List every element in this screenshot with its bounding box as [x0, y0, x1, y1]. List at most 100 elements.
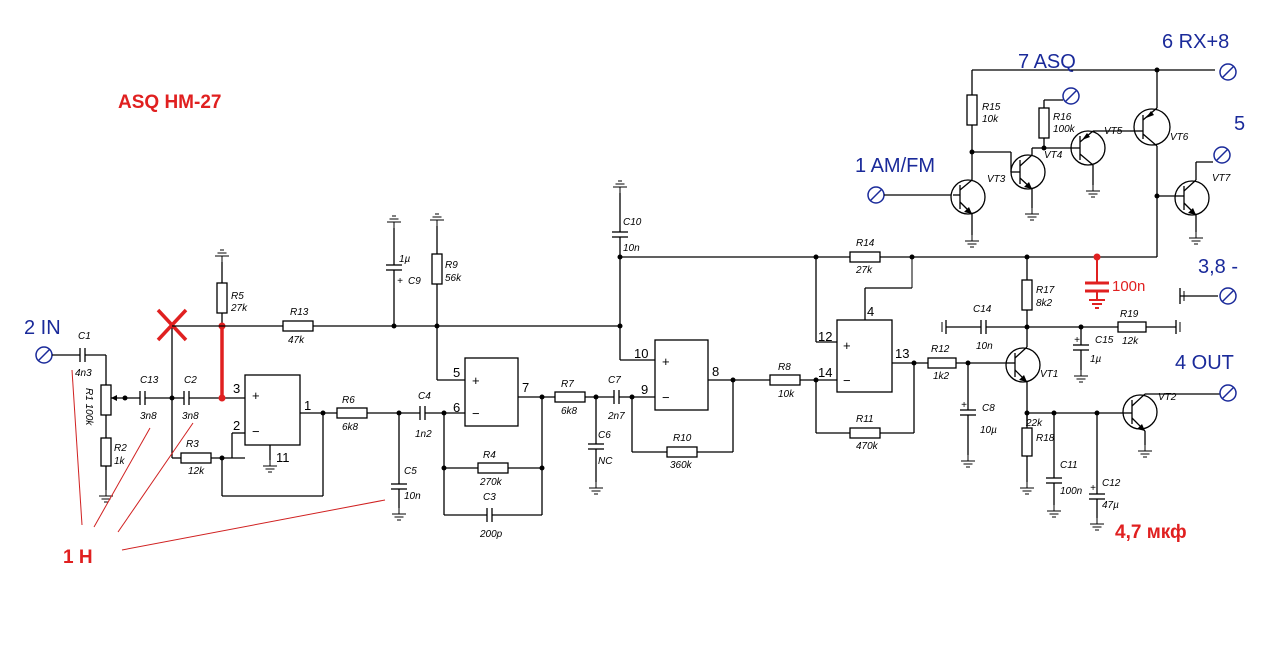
terminal-asq[interactable]	[1062, 87, 1080, 105]
c15-plus: +	[1074, 335, 1080, 346]
r12-ref: R12	[931, 344, 950, 355]
resistor-r4	[477, 462, 509, 474]
transistor-vt5	[1070, 130, 1106, 166]
resistor-r9	[431, 253, 443, 285]
pin-1: 1	[304, 398, 311, 413]
c10-val: 10n	[623, 243, 640, 254]
terminal-rx-supply[interactable]	[1219, 63, 1237, 81]
capacitor-c4	[419, 406, 426, 420]
c8-val: 10µ	[980, 425, 997, 436]
c2-ref: C2	[184, 375, 197, 386]
c9-val: 1µ	[399, 254, 411, 265]
capacitor-100n-added	[1085, 281, 1109, 293]
r10-val: 360k	[670, 460, 693, 471]
capacitor-c10	[612, 231, 628, 238]
r1-val: 100k	[83, 404, 94, 427]
c5-ref: C5	[404, 466, 417, 477]
opamp-1	[244, 374, 301, 446]
terminal-in-label: 2 IN	[24, 317, 61, 339]
r6-val: 6k8	[342, 422, 359, 433]
pin-4: 4	[867, 304, 874, 319]
annotation-pointer-lines	[71, 369, 386, 551]
r1-ref: R1	[83, 388, 94, 401]
vt6-label: VT6	[1170, 132, 1189, 143]
c1-val: 4n3	[75, 368, 92, 379]
vt7-label: VT7	[1212, 173, 1231, 184]
opamp4-plus: +	[843, 338, 851, 353]
pin-7: 7	[522, 380, 529, 395]
opamp1-minus: −	[252, 424, 260, 439]
r7-ref: R7	[561, 379, 574, 390]
terminal-in[interactable]	[35, 346, 53, 364]
r8-ref: R8	[778, 362, 791, 373]
r11-val: 470k	[856, 441, 879, 452]
terminal-am-fm[interactable]	[867, 186, 885, 204]
resistor-r14	[849, 251, 881, 263]
resistor-r19	[1117, 321, 1147, 333]
capacitor-c3	[486, 508, 493, 522]
transistor-vt1	[1005, 346, 1041, 383]
terminal-ground[interactable]	[1219, 287, 1237, 305]
c6-val: NC	[598, 456, 613, 467]
r12-val: 1k2	[933, 371, 950, 382]
resistor-r8	[769, 374, 801, 386]
c15-ref: C15	[1095, 335, 1114, 346]
pin-3: 3	[233, 381, 240, 396]
r4-val: 270k	[479, 477, 503, 488]
r9-val: 56k	[445, 273, 462, 284]
terminal-5[interactable]	[1213, 146, 1231, 164]
r14-val: 27k	[855, 265, 873, 276]
r2-val: 1k	[114, 456, 126, 467]
pin-14: 14	[818, 365, 832, 380]
r3-val: 12k	[188, 466, 205, 477]
opamp3-plus: +	[662, 354, 670, 369]
r7-val: 6k8	[561, 406, 578, 417]
capacitor-c9	[386, 264, 402, 271]
pin-13: 13	[895, 346, 909, 361]
resistor-r17	[1021, 279, 1033, 311]
capacitor-c6	[588, 443, 604, 450]
terminal-rx-supply-label: 6 RX+8	[1162, 31, 1229, 53]
capacitor-c12	[1089, 493, 1105, 500]
resistor-r3	[180, 452, 212, 464]
r8-val: 10k	[778, 389, 795, 400]
resistor-r18	[1021, 427, 1033, 457]
annotation-1n: 1 Н	[63, 547, 93, 568]
r16-ref: R16	[1053, 112, 1072, 123]
pin-12: 12	[818, 329, 832, 344]
opamp1-plus: +	[252, 388, 260, 403]
pin-8: 8	[712, 364, 719, 379]
schematic-title: ASQ HM-27	[118, 92, 221, 113]
terminal-out[interactable]	[1219, 384, 1237, 402]
pin-2: 2	[233, 418, 240, 433]
capacitor-c2	[183, 391, 190, 405]
vt4-label: VT4	[1044, 150, 1063, 161]
c9-plus: +	[397, 276, 403, 287]
opamp-4	[836, 319, 893, 393]
c15-val: 1µ	[1090, 354, 1102, 365]
r19-val: 12k	[1122, 336, 1139, 347]
vt1-label: VT1	[1040, 369, 1058, 380]
r15-val: 10k	[982, 114, 999, 125]
transistor-vt3	[950, 179, 986, 215]
r4-ref: R4	[483, 450, 496, 461]
opamp2-plus: +	[472, 373, 480, 388]
vt2-label: VT2	[1158, 392, 1177, 403]
capacitor-c11	[1046, 477, 1062, 484]
vt3-label: VT3	[987, 174, 1006, 185]
c12-plus: +	[1090, 483, 1096, 494]
r6-ref: R6	[342, 395, 355, 406]
c3-val: 200p	[479, 529, 503, 540]
c6-ref: C6	[598, 430, 611, 441]
c4-val: 1n2	[415, 429, 432, 440]
c13-ref: C13	[140, 375, 159, 386]
resistor-r11	[849, 427, 881, 439]
r10-ref: R10	[673, 433, 692, 444]
pin-10: 10	[634, 346, 648, 361]
c4-ref: C4	[418, 391, 431, 402]
r13-ref: R13	[290, 307, 309, 318]
terminal-5-label: 5	[1234, 113, 1245, 135]
terminal-asq-label: 7 ASQ	[1018, 51, 1076, 73]
pin-9: 9	[641, 382, 648, 397]
resistor-r2	[100, 437, 112, 467]
